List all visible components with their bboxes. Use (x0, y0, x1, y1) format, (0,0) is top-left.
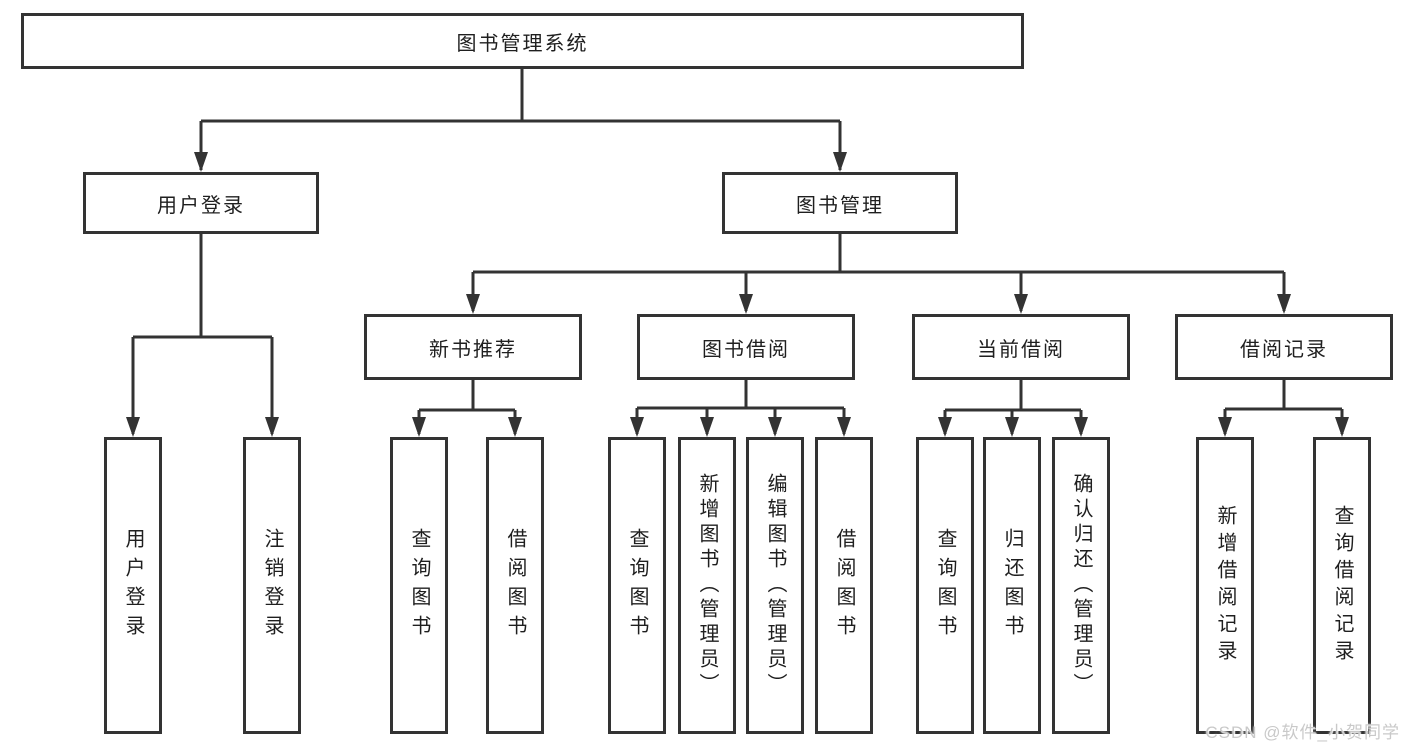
csdn-watermark: CSDN @软件_小贺同学 (1205, 723, 1400, 742)
arrowhead (739, 294, 753, 314)
arrowhead (938, 417, 952, 437)
arrowhead (1014, 294, 1028, 314)
connector-root (199, 69, 842, 170)
arrowhead (837, 417, 851, 437)
leaf-borrow-query-books: 查询图书 (608, 437, 666, 734)
arrowhead (1335, 417, 1349, 437)
leaf-current-query-books: 查询图书 (916, 437, 974, 734)
node-new-book-recommend: 新书推荐 (364, 314, 582, 380)
arrowhead (1074, 417, 1088, 437)
node-library-management-system: 图书管理系统 (21, 13, 1024, 69)
leaf-recommend-borrow-books: 借阅图书 (486, 437, 544, 734)
leaf-current-confirm-return-admin: 确认归还（管理员） (1052, 437, 1110, 734)
leaf-user-login: 用户登录 (104, 437, 162, 734)
arrowhead (412, 417, 426, 437)
arrowhead (833, 152, 847, 172)
connector-book-borrow (635, 380, 846, 434)
node-book-management: 图书管理 (722, 172, 958, 234)
connector-user-login (131, 234, 274, 434)
arrowhead (1218, 417, 1232, 437)
arrowhead (466, 294, 480, 314)
node-current-borrow: 当前借阅 (912, 314, 1130, 380)
arrowhead (768, 417, 782, 437)
leaf-records-add-borrow-record: 新增借阅记录 (1196, 437, 1254, 734)
leaf-borrow-edit-books-admin: 编辑图书（管理员） (746, 437, 804, 734)
node-book-borrow: 图书借阅 (637, 314, 855, 380)
node-user-login: 用户登录 (83, 172, 319, 234)
connector-book-management (471, 234, 1286, 311)
arrowhead (126, 417, 140, 437)
arrowhead (265, 417, 279, 437)
arrowhead (194, 152, 208, 172)
leaf-borrow-add-books-admin: 新增图书（管理员） (678, 437, 736, 734)
leaf-current-return-books: 归还图书 (983, 437, 1041, 734)
leaf-recommend-query-books: 查询图书 (390, 437, 448, 734)
leaf-logout-login: 注销登录 (243, 437, 301, 734)
leaf-borrow-borrow-books: 借阅图书 (815, 437, 873, 734)
arrowhead (630, 417, 644, 437)
node-borrow-records: 借阅记录 (1175, 314, 1393, 380)
arrowhead (1005, 417, 1019, 437)
connector-borrow-records (1223, 380, 1344, 434)
connector-new-book-recommend (417, 380, 517, 434)
leaf-records-query-borrow-record: 查询借阅记录 (1313, 437, 1371, 734)
arrowhead (1277, 294, 1291, 314)
arrowhead (508, 417, 522, 437)
arrowhead (700, 417, 714, 437)
